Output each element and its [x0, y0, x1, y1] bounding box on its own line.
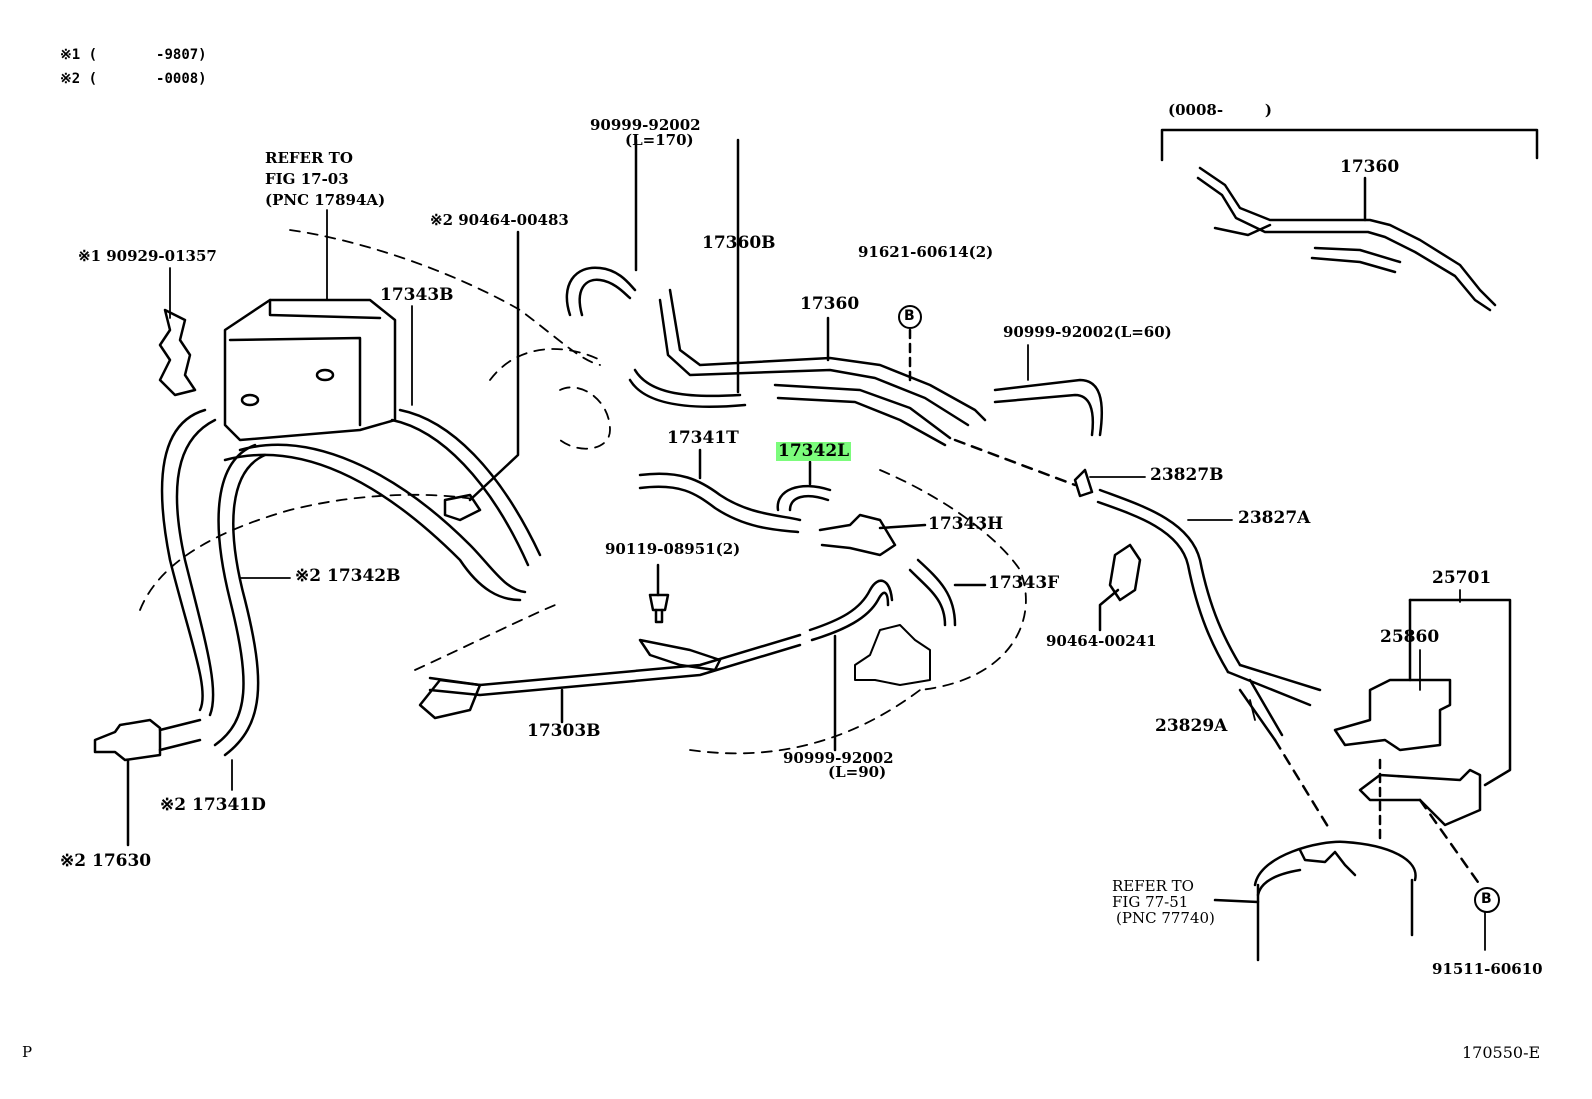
hose-90999-L90: [808, 579, 894, 752]
clip-90464-00483: [443, 230, 520, 522]
label-17360-mid: 17360: [800, 294, 860, 314]
label-17343H: 17343H: [928, 514, 1004, 534]
hose-17342L: [776, 460, 832, 512]
circle-b-bottom: [1474, 887, 1500, 913]
hose-17343F: [908, 558, 987, 627]
label-91511-60610: 91511-60610: [1432, 960, 1543, 978]
label-17341D: ※2 17341D: [160, 795, 266, 815]
note-2-range: ( -0008): [88, 71, 207, 87]
inset-17360-pipe: [1160, 128, 1539, 312]
note-2-mark: ※2: [60, 71, 81, 87]
refer-upper-line2: FIG 17-03: [265, 170, 349, 188]
pipe-17360: [628, 138, 987, 447]
leader-lines: [169, 209, 1486, 951]
hose-90999-L60: [993, 378, 1104, 437]
circle-b-top: [898, 305, 922, 329]
figure-id: 170550-E: [1462, 1043, 1541, 1062]
label-90464-00483: ※2 90464-00483: [430, 211, 569, 229]
label-17341T: 17341T: [667, 428, 739, 448]
charcoal-canister: [223, 298, 397, 442]
clip-90464-00241: [1098, 543, 1142, 632]
label-17343B: 17343B: [380, 285, 454, 305]
label-17303B: 17303B: [527, 721, 601, 741]
refer-upper-line3: (PNC 17894A): [265, 191, 386, 209]
tee-17343H: [818, 513, 927, 557]
hose-23827: [953, 438, 1332, 832]
note-1-mark: ※1: [60, 47, 81, 63]
fuel-canister: [1213, 840, 1417, 962]
vsv-valve-17630: [93, 718, 202, 847]
label-17360B: 17360B: [702, 233, 776, 253]
bracket-90929: [158, 308, 197, 397]
label-90999-92002-L90-len: (L=90): [828, 763, 887, 781]
refer-lower-line3: (PNC 77740): [1116, 909, 1215, 927]
circle-b-bottom-text: B: [1481, 891, 1492, 907]
label-17360-inset: 17360: [1340, 157, 1400, 177]
label-25701: 25701: [1432, 568, 1492, 588]
label-90119-08951: 90119-08951(2): [605, 540, 741, 558]
refer-lower-line1: REFER TO: [1112, 877, 1194, 895]
label-91621-60614: 91621-60614(2): [858, 243, 994, 261]
label-90999-92002-L90: 90999-92002: [783, 749, 894, 767]
refer-upper-line1: REFER TO: [265, 149, 353, 167]
hose-90999-L170: [565, 138, 638, 317]
label-17342B: ※2 17342B: [295, 566, 401, 586]
label-90464-00241: 90464-00241: [1046, 632, 1157, 650]
bolt-90119: [648, 563, 670, 624]
label-23827B: 23827B: [1150, 465, 1224, 485]
label-90999-92002-top-len: (L=170): [625, 131, 694, 149]
note-1-range: ( -9807): [88, 47, 207, 63]
label-17343F: 17343F: [988, 573, 1060, 593]
label-90999-92002-top: 90999-92002: [590, 116, 701, 134]
engine-outline: [139, 229, 1027, 755]
left-hose-bundle: [160, 408, 542, 757]
note-2: ※2 ( -0008): [60, 72, 207, 86]
label-90929-01357: ※1 90929-01357: [78, 247, 217, 265]
inset-range: (0008- ): [1168, 101, 1272, 119]
bracket-25701: [1358, 758, 1482, 887]
circle-b-top-text: B: [904, 308, 915, 324]
refer-lower-line2: FIG 77-51: [1112, 893, 1189, 911]
page-letter: P: [22, 1043, 33, 1061]
label-23827A: 23827A: [1238, 508, 1311, 528]
label-17342L-highlighted[interactable]: 17342L: [776, 441, 852, 461]
pipe-17303B: [418, 633, 802, 724]
label-17630: ※2 17630: [60, 851, 152, 871]
label-23829A: 23829A: [1155, 716, 1228, 736]
label-25860: 25860: [1380, 627, 1440, 647]
hose-17341T: [638, 448, 802, 534]
label-90999-92002-L60: 90999-92002(L=60): [1003, 323, 1172, 341]
throttle-body: [854, 624, 931, 686]
note-1: ※1 ( -9807): [60, 48, 207, 62]
